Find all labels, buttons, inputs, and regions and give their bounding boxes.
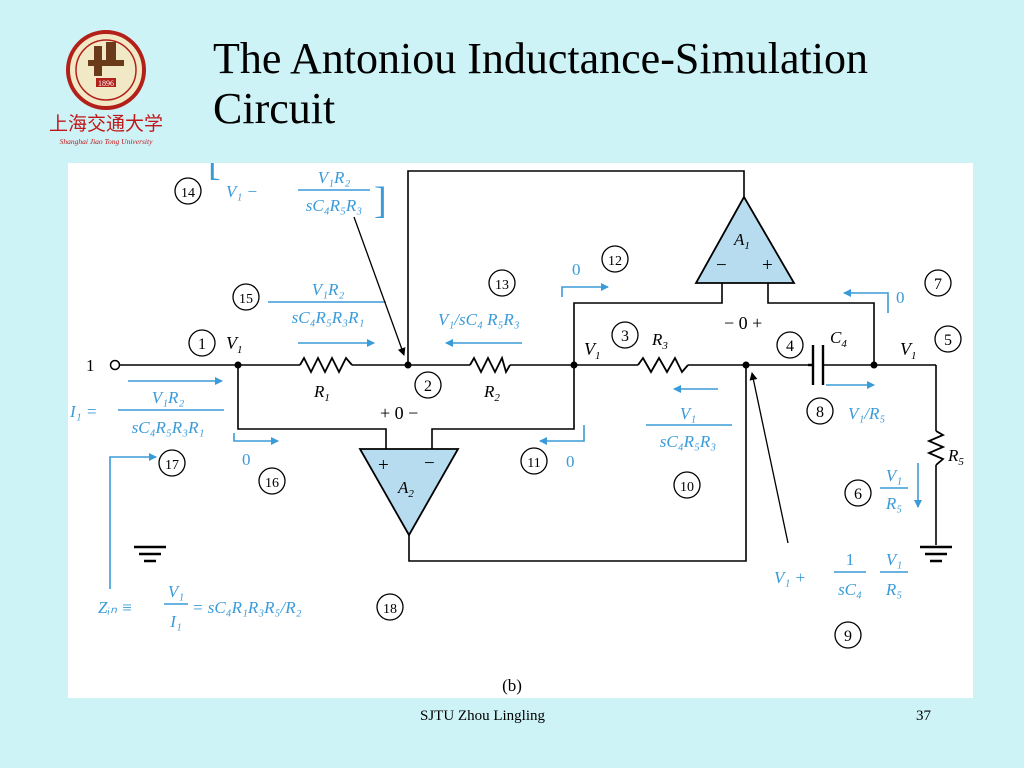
node-v1-left: V1 [226,333,243,356]
footer-page-number: 37 [916,708,931,724]
label-r3: R3 [651,330,668,352]
opamp-a1-plus: + [762,255,773,276]
wires [120,170,937,562]
label-r2: R2 [483,382,500,404]
marker-7: 7 [934,276,942,293]
label-12: 0 [572,260,581,279]
label-a1-diff: − 0 + [724,313,762,333]
sjtu-logo: 1896 上海交通大学 Shanghai Jiao Tong Universit… [22,20,190,152]
label-c4: C4 [830,328,847,350]
capacitor-c4 [808,345,825,385]
marker-3: 3 [621,328,629,345]
marker-1: 1 [198,336,206,353]
opamp-a1-minus: − [716,255,727,276]
label-14-den: sC₄R₅R₃ [306,196,363,215]
footer-author: SJTU Zhou Lingling [420,708,546,724]
resistor-r1 [299,355,353,375]
label-7: 0 [896,288,905,307]
junction-dots [234,361,878,369]
label-6-den: R₅ [885,494,902,513]
resistor-r2 [469,355,511,375]
label-17-den: sC₄R₅R₃R₁ [132,418,205,437]
terminal-label: 1 [86,356,95,375]
current-arrows [109,283,922,589]
label-11: 0 [566,452,575,471]
label-18-right: = sC₄R₁R₃R₅/R₂ [192,598,302,617]
circuit-diagram: 1 A1 − + + − A2 R1 [68,163,973,698]
slide-title-line-2: Circuit [213,84,336,133]
label-18-den: I₁ [169,612,182,631]
marker-6: 6 [854,486,862,503]
label-a2-diff: + 0 − [380,403,418,423]
marker-2: 2 [424,378,432,395]
marker-10: 10 [680,480,694,495]
node-v1-middle: V1 [584,339,601,362]
resistor-r3 [637,356,689,374]
logo-seal-inner-ring [75,39,137,101]
pointer-arrows [353,216,789,544]
slide-title: The Antoniou Inductance-Simulation Circu… [213,34,1013,134]
ground-symbol-right [920,545,952,563]
step-marker-numbers: 1 2 3 4 5 6 7 8 9 10 11 12 13 14 15 16 1… [165,186,952,645]
label-17-left: I₁ = [69,402,97,421]
label-18-left: Zᵢₙ ≡ [98,598,133,617]
marker-8: 8 [816,404,824,421]
logo-english-name: Shanghai Jiao Tong University [60,137,154,146]
label-9-f2-den: R₅ [885,580,902,599]
opamp-a2-minus: − [424,453,435,474]
circuit-svg: 1 A1 − + + − A2 R1 [69,163,964,695]
logo-seal-ring [66,30,146,110]
label-6-num: V₁ [886,466,902,485]
label-15-den: sC₄R₅R₃R₁ [292,308,365,327]
label-10-den: sC₄R₅R₃ [660,432,717,451]
marker-15: 15 [239,292,253,307]
label-9-f2-num: V₁ [886,550,902,569]
label-17-num: V₁R₂ [152,388,185,407]
opamp-a2: + − A2 [358,448,460,537]
label-9-left: V₁ + [774,568,806,587]
marker-12: 12 [608,254,622,269]
opamp-a1: A1 − + [694,195,796,284]
input-terminal [109,359,121,371]
label-14-num: V₁R₂ [318,168,351,187]
label-r5: R5 [947,446,964,468]
label-8: V₁/R₅ [848,404,885,423]
logo-year: 1896 [98,79,114,88]
label-9-f1-num: 1 [846,550,855,569]
marker-5: 5 [944,332,952,349]
label-14-left: V₁ − [226,182,258,201]
marker-11: 11 [527,456,540,471]
node-v1-right: V1 [900,339,917,362]
resistor-r5 [926,430,946,466]
opamp-a1-label: A1 [733,230,750,252]
label-10-num: V₁ [680,404,696,423]
blue-annotations: [ V₁ − V₁R₂ sC₄R₅R₃ ] V₁R₂ sC₄R₅R₃R₁ V₁/… [69,163,908,631]
label-15-num: V₁R₂ [312,280,345,299]
opamp-a2-plus: + [378,455,389,476]
logo-chinese-name: 上海交通大学 [49,113,163,135]
marker-13: 13 [495,278,509,293]
label-r1: R1 [313,382,330,404]
step-markers [158,177,962,649]
svg-text:]: ] [374,180,387,222]
marker-9: 9 [844,628,852,645]
label-18-num: V₁ [168,582,184,601]
opamp-a2-label: A2 [397,478,414,500]
ground-symbol-left [134,545,166,563]
marker-17: 17 [165,458,179,473]
label-16: 0 [242,450,251,469]
svg-text:[: [ [208,163,221,184]
figure-caption: (b) [502,676,522,695]
label-13: V₁/sC₄ R₅R₃ [438,310,520,329]
marker-4: 4 [786,338,794,355]
label-9-f1-den: sC₄ [838,580,862,599]
marker-16: 16 [265,476,279,491]
marker-14: 14 [181,186,195,201]
slide-title-line-1: The Antoniou Inductance-Simulation [213,34,868,83]
marker-18: 18 [383,602,397,617]
